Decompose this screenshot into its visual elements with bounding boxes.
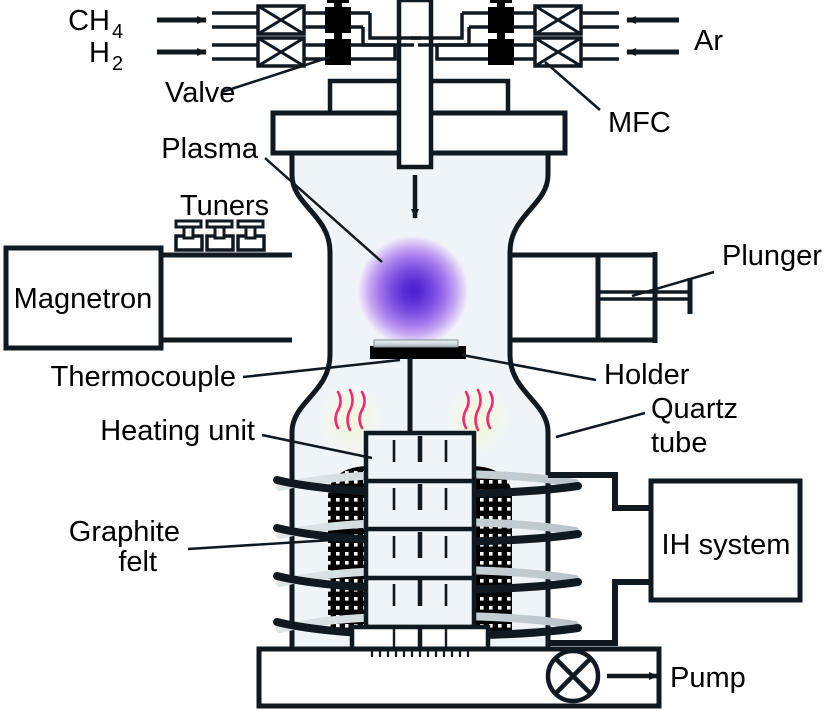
quartz-tube-label-line1: Quartz [651,393,738,425]
quartz-tube-outline [289,142,551,648]
magnetron-box [3,245,164,351]
mfc-label: MFC [608,107,671,139]
mfc-group [256,4,583,68]
gas-inlet-arrows [157,16,679,56]
valve-ar-bottom[interactable] [488,28,514,65]
valve-label: Valve [165,77,235,109]
waveguide-right [510,252,693,343]
valve-group [325,0,514,65]
mfc-ar-top[interactable] [533,4,583,36]
exhaust-duct: Pump [256,646,746,709]
top-flange-assembly [270,0,568,219]
quartz-tube-leader [555,411,646,439]
tuners-label: Tuners [180,190,269,222]
ih-busbar-lower [548,579,652,646]
duct-serration [370,650,470,657]
tuner-knob-1[interactable] [174,219,204,252]
tuners-group [174,219,266,252]
ih-system-box [648,478,803,603]
heating-unit-internals [392,436,448,624]
tuner-knob-2[interactable] [205,219,235,252]
valve-h2[interactable] [325,28,351,65]
h2-subscript: 2 [112,53,123,75]
heating-unit-label: Heating unit [100,415,255,447]
thermocouple-leader [242,358,401,379]
pump-label: Pump [670,662,746,694]
mfc-ch4[interactable] [256,4,306,36]
quartz-wall-left [289,142,333,648]
ch4-label: CH 4 [68,5,123,43]
plasma-leader [264,157,383,263]
holder-label: Holder [604,359,690,391]
quartz-tube-label-line2: tube [651,427,707,459]
graphite-felt-leader [187,538,333,551]
substrate-holder [370,339,466,433]
plunger-label: Plunger [722,240,822,272]
ch4-label-text: CH [68,5,110,37]
ih-system-group: IH system [548,472,803,646]
mfc-ar-bottom[interactable] [533,36,583,68]
waveguide-left: Magnetron [3,245,292,351]
heating-unit [349,430,491,652]
exhaust-duct-body [256,646,662,709]
valve-leader [221,55,331,94]
plasma-label: Plasma [161,133,259,165]
plasma-glow [355,233,471,349]
mfc-leader [544,61,601,111]
quartz-wall-right [507,142,551,648]
mfc-h2[interactable] [256,36,306,68]
graphite-felt-label-line2: felt [118,546,157,578]
ar-label: Ar [694,25,723,57]
tuner-knob-3[interactable] [236,219,266,252]
ih-busbar-upper [548,472,652,511]
heating-unit-base-internals [392,629,448,647]
holder-leader [461,353,597,382]
exhaust-valve[interactable] [545,648,601,704]
gas-injector-tube [396,0,434,170]
plunger-leader [631,270,715,298]
ih-system-label: IH system [662,529,791,561]
substrate [373,339,459,348]
magnetron-label: Magnetron [14,283,153,315]
h2-label: H 2 [89,37,123,75]
holder-bar [370,346,466,359]
ch4-subscript: 4 [112,21,123,43]
h2-label-text: H [89,37,110,69]
thermocouple-label: Thermocouple [51,361,236,393]
graphite-felt-label-line1: Graphite [69,516,180,548]
heating-unit-leader [261,433,373,460]
